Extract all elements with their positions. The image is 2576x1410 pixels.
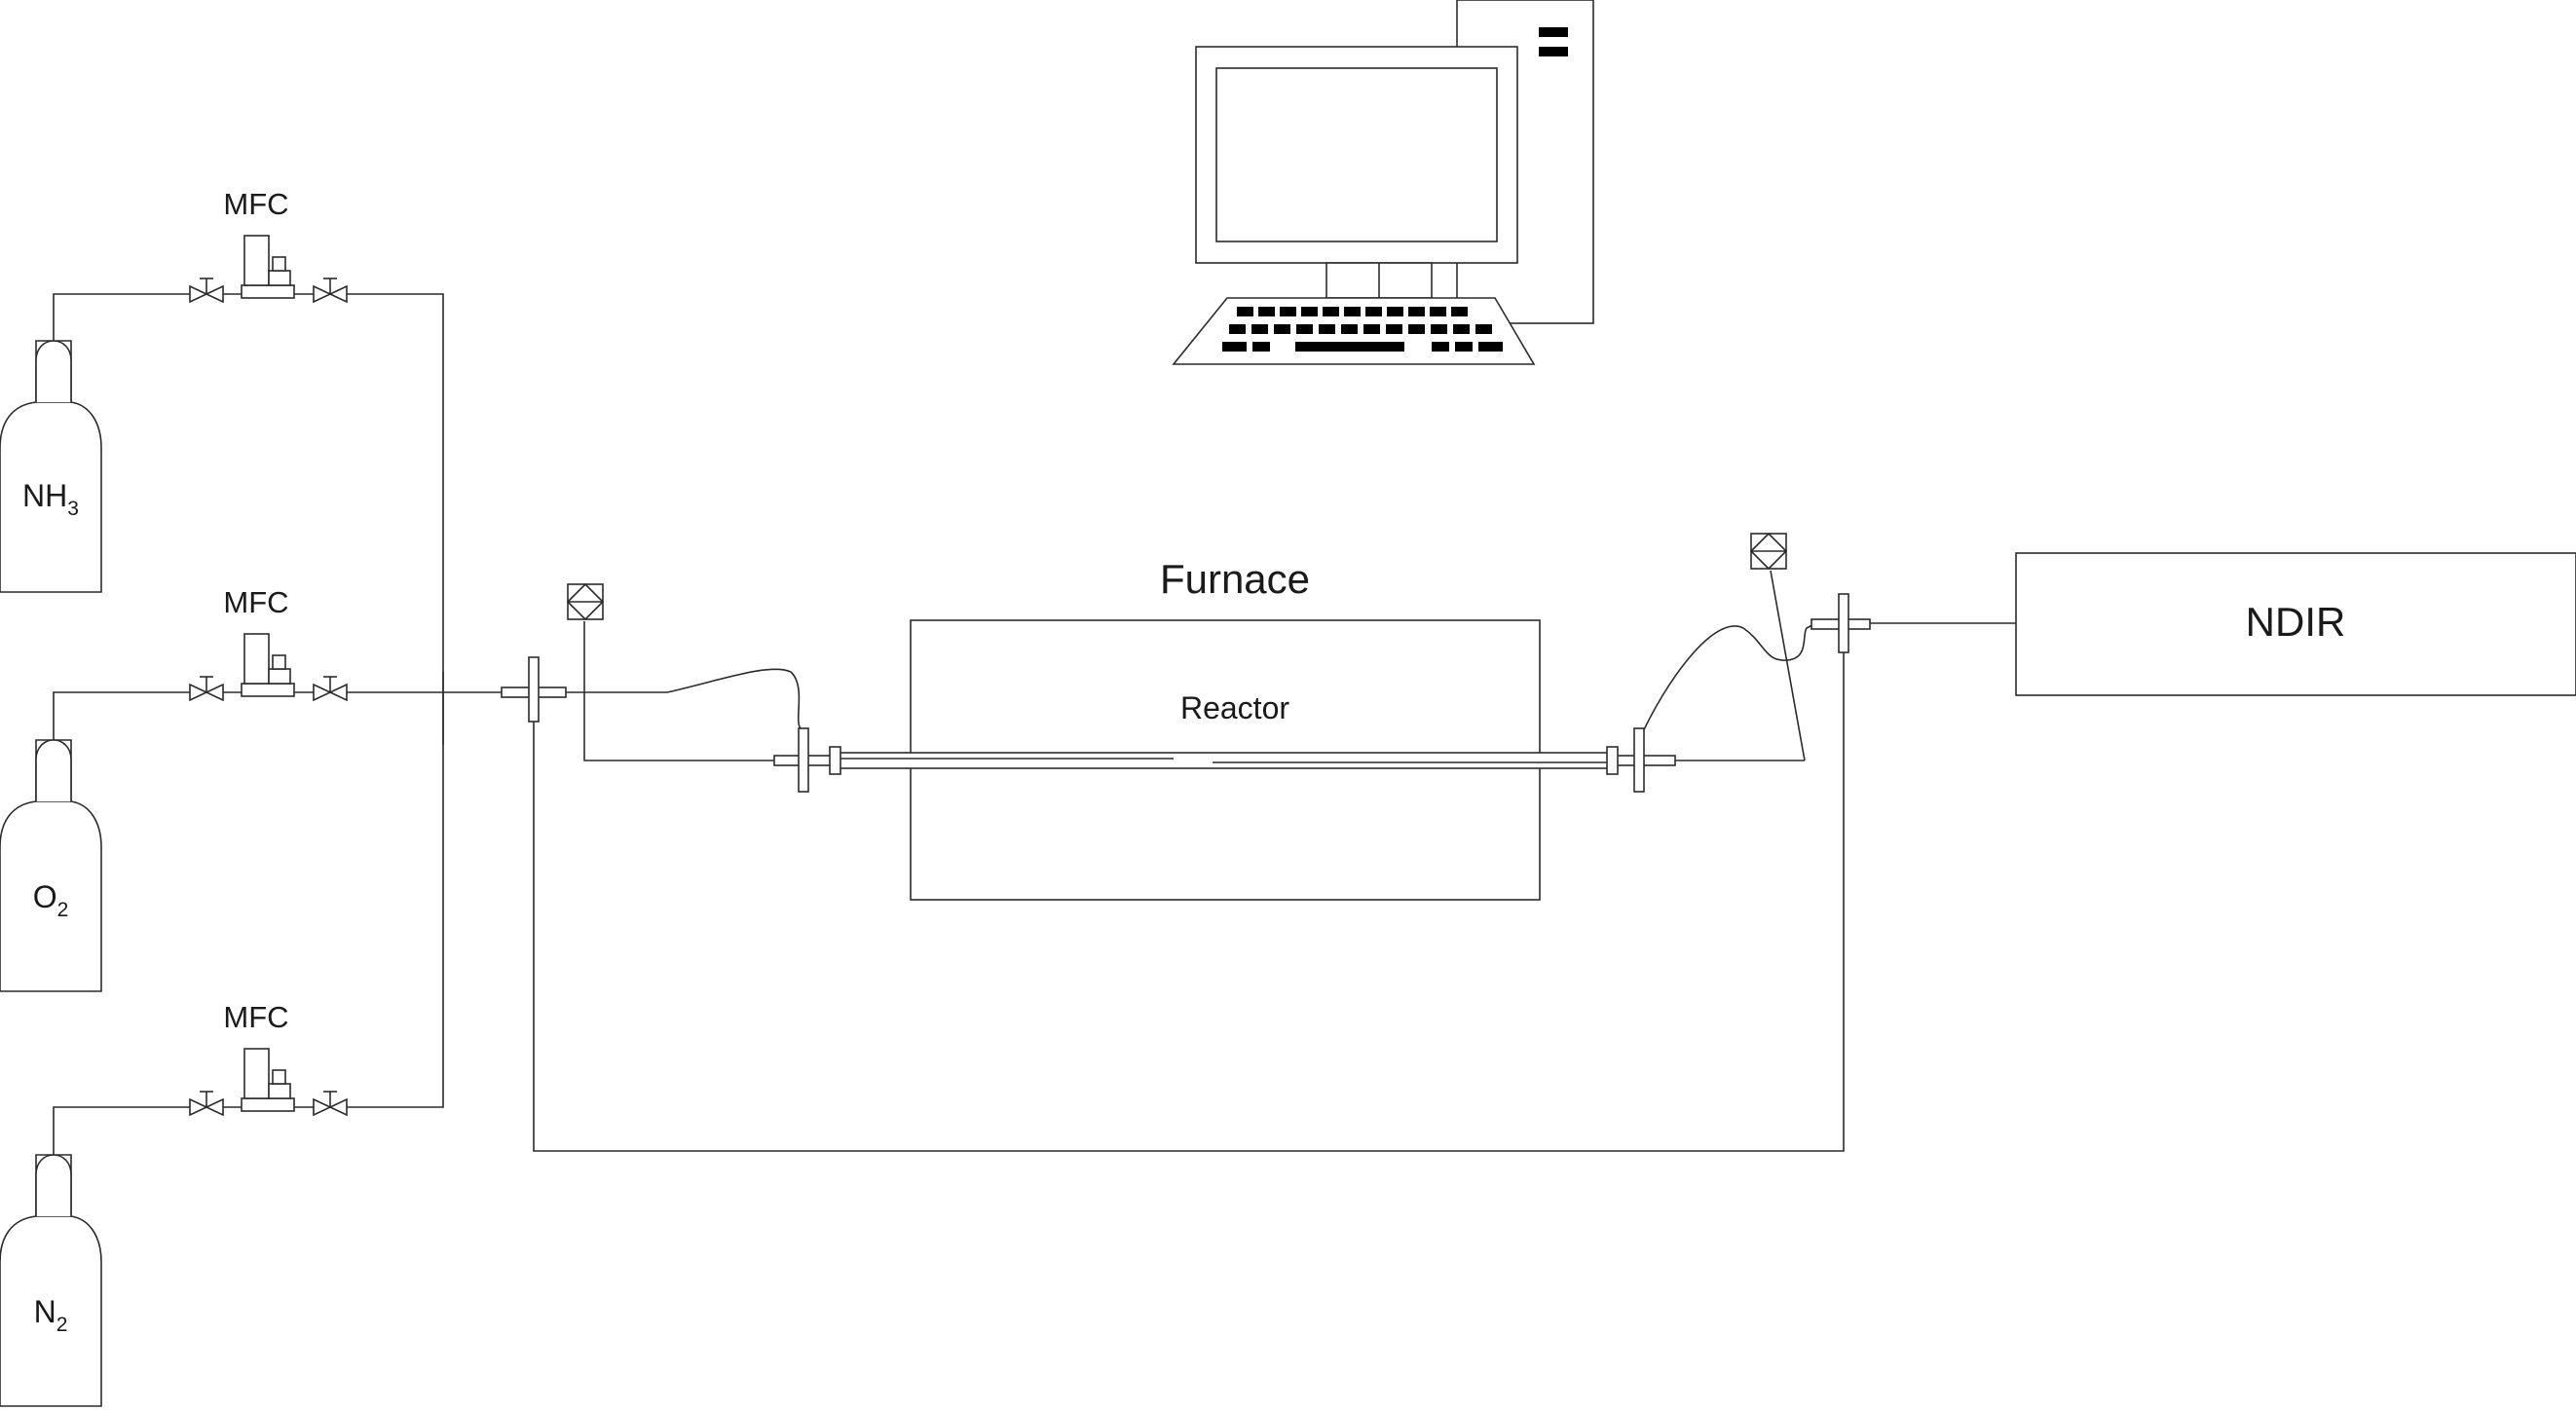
reactor-flange-left <box>829 746 841 775</box>
ndir-label: NDIR <box>2246 599 2346 645</box>
pipe-bypass <box>533 645 1845 1152</box>
gas-cylinder-o2: O2 <box>0 739 102 992</box>
reactor-flange-right <box>1606 746 1619 775</box>
computer-icon <box>1172 0 1594 365</box>
cross-fitting-icon <box>501 656 567 723</box>
valve-icon <box>313 1091 348 1117</box>
thermocouple-wire <box>1638 622 1817 741</box>
mass-flow-controller-icon <box>241 235 295 299</box>
gas-cylinder-icon <box>0 1154 102 1407</box>
pipe-nh3 <box>53 293 444 691</box>
gas-cylinder-n2: N2 <box>0 1154 102 1407</box>
keyboard-keys <box>1222 307 1503 352</box>
mfc-label-1: MFC <box>223 187 288 221</box>
thermocouple-sensor-icon <box>566 582 605 621</box>
cross-fitting-icon <box>1616 727 1676 793</box>
mfc-assembly-1: MFC <box>189 187 348 304</box>
ndir-box <box>2015 552 2576 696</box>
tower-slot-2 <box>1539 47 1568 56</box>
cross-fitting-icon <box>1811 593 1871 653</box>
thermocouple-sensor-icon <box>1749 532 1788 571</box>
sensor-left-line <box>583 621 774 761</box>
mfc-assembly-2: MFC <box>189 585 348 702</box>
cylinder-label-n2: N2 <box>34 1294 68 1336</box>
gas-cylinder-nh3: NH3 <box>0 340 102 593</box>
tower-slot-1 <box>1539 27 1568 37</box>
valve-icon <box>189 676 224 702</box>
furnace: Furnace Reactor <box>910 556 1541 901</box>
monitor-screen <box>1215 67 1498 242</box>
pipe-to-reactor <box>565 668 805 761</box>
mfc-assembly-3: MFC <box>189 1000 348 1117</box>
valve-icon <box>313 278 348 304</box>
pipe-o2 <box>53 691 443 740</box>
valve-icon <box>313 676 348 702</box>
mass-flow-controller-icon <box>241 633 295 697</box>
sensor-right-line <box>1770 570 1806 761</box>
cylinder-label-o2: O2 <box>33 879 69 921</box>
mfc-label-3: MFC <box>223 1000 288 1034</box>
mass-flow-controller-icon <box>241 1048 295 1112</box>
cylinder-label-nh3: NH3 <box>22 478 79 520</box>
mfc-label-2: MFC <box>223 585 288 619</box>
gas-cylinder-icon <box>0 340 102 593</box>
valve-icon <box>189 1091 224 1117</box>
reactor-label: Reactor <box>1180 690 1289 725</box>
reactor-tube-outer <box>835 752 1613 769</box>
cross-fitting-icon <box>773 727 834 793</box>
gas-cylinder-icon <box>0 739 102 992</box>
furnace-label: Furnace <box>1160 556 1310 602</box>
reactor-tube <box>829 746 1619 775</box>
ndir-analyzer: NDIR <box>2015 552 2576 696</box>
valve-icon <box>189 278 224 304</box>
